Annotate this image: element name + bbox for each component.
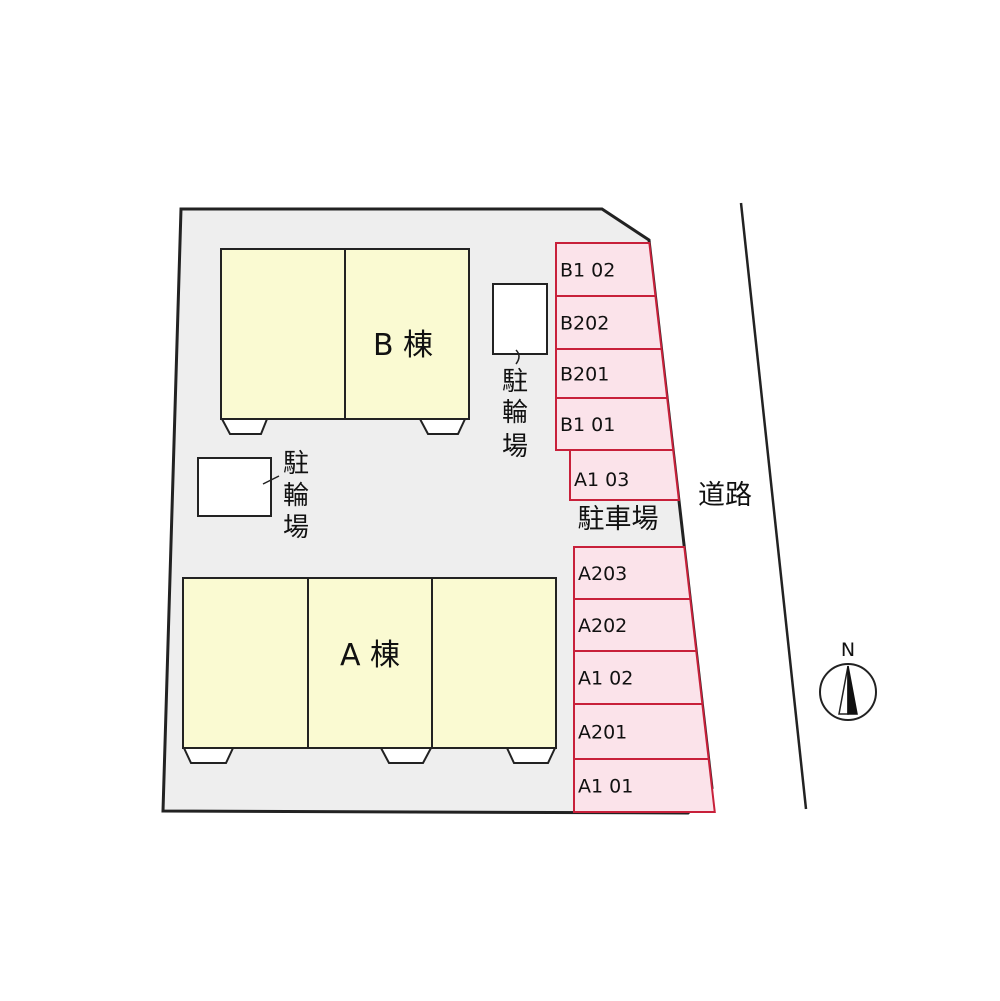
building-a-entrance-left bbox=[182, 747, 235, 764]
lower-slot-5 bbox=[573, 758, 716, 813]
lower-slot-label-2: A202 bbox=[578, 615, 627, 637]
compass: N bbox=[819, 639, 877, 721]
parking-label: 駐車場 bbox=[578, 504, 659, 535]
upper-slot-label-3: B201 bbox=[560, 364, 609, 386]
lower-slot-label-3: A1 02 bbox=[578, 668, 633, 690]
building-b-entrance-right bbox=[418, 418, 467, 435]
upper-slot-label-1: B1 02 bbox=[560, 260, 615, 282]
upper-slot-5 bbox=[569, 449, 681, 501]
building-a-entrance-middle bbox=[379, 747, 433, 764]
road-edge-line bbox=[739, 202, 808, 810]
building-b-label: B 棟 bbox=[373, 328, 433, 363]
upper-slot-label-4: B1 01 bbox=[560, 414, 615, 436]
bike-parking-left: 駐 輪 場 bbox=[197, 449, 309, 543]
road-label: 道路 bbox=[698, 480, 752, 511]
lower-slot-label-1: A203 bbox=[578, 563, 627, 585]
bike-parking-left-label-2: 輪 bbox=[283, 481, 309, 511]
lower-slot-label-5: A1 01 bbox=[578, 776, 633, 798]
upper-slot-label-5: A1 03 bbox=[574, 469, 629, 491]
bike-parking-top-label-1: 駐 bbox=[502, 367, 528, 397]
bike-parking-left-label-3: 場 bbox=[283, 513, 309, 543]
building-b: B 棟 bbox=[220, 248, 470, 435]
building-b-entrance-left bbox=[220, 418, 269, 435]
lower-slot-label-4: A201 bbox=[578, 722, 627, 744]
bike-parking-left-label-1: 駐 bbox=[283, 449, 309, 479]
north-arrow-icon bbox=[838, 665, 858, 715]
bike-parking-top-label-3: 場 bbox=[502, 432, 528, 462]
bike-parking-top-label-2: 輪 bbox=[502, 398, 528, 428]
building-a-entrance-right bbox=[505, 747, 557, 764]
upper-slot-label-2: B202 bbox=[560, 313, 609, 335]
building-a: A 棟 bbox=[182, 577, 557, 764]
building-a-label: A 棟 bbox=[340, 638, 400, 673]
bike-parking-top: 駐 輪 場 bbox=[492, 283, 548, 462]
compass-north-label: N bbox=[841, 639, 855, 661]
